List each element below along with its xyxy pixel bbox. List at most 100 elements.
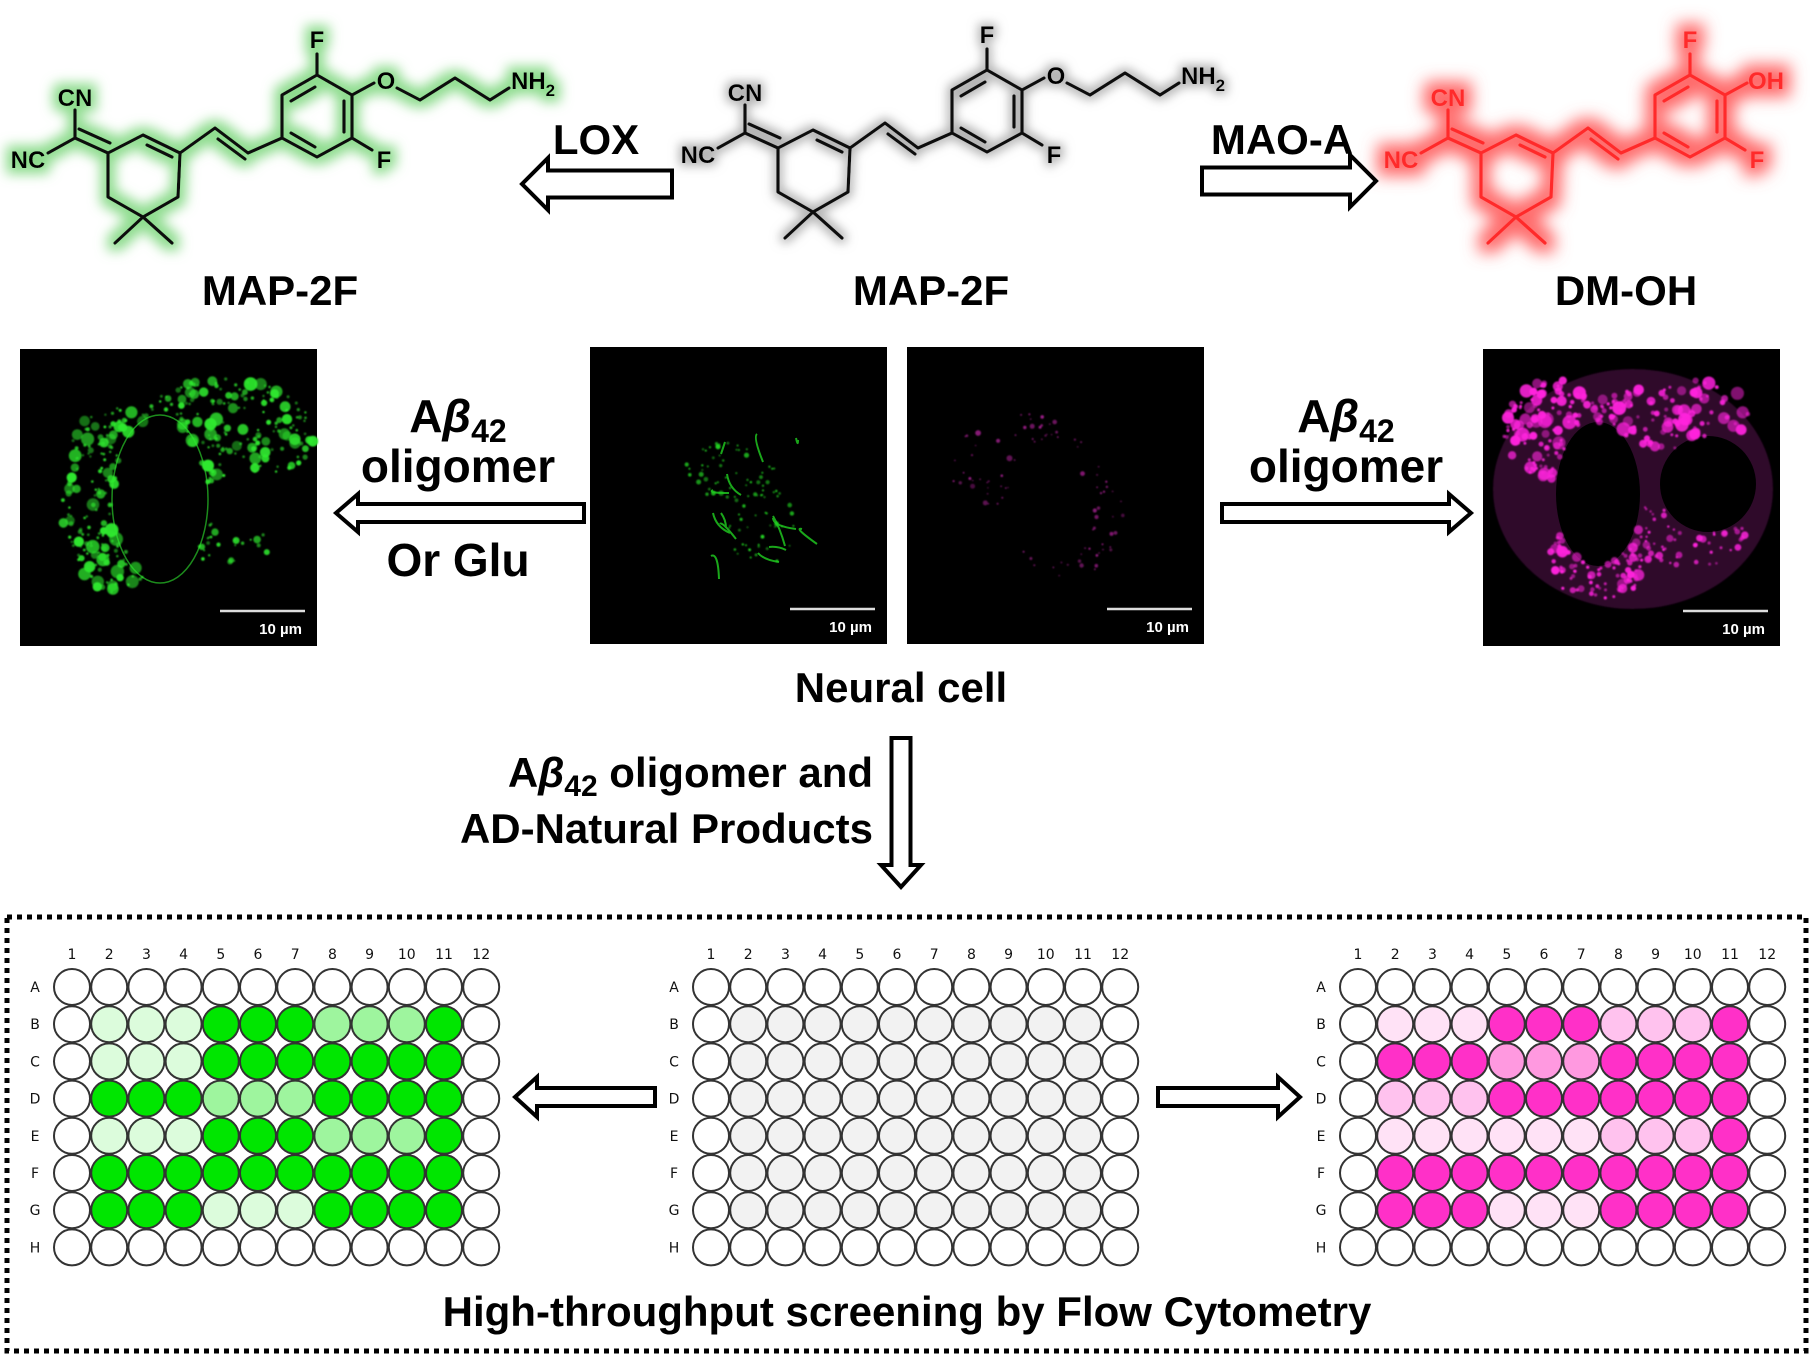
abeta-label-right: Aβ42 [1297, 390, 1394, 449]
well-G3 [1413, 1191, 1452, 1230]
well-B11 [1711, 1005, 1749, 1044]
punctum [1562, 447, 1566, 451]
punctum [1675, 556, 1678, 559]
punctum [209, 535, 213, 539]
punctum [1627, 542, 1638, 553]
well-C7 [276, 1042, 315, 1081]
punctum [757, 543, 760, 546]
punctum [1706, 421, 1710, 425]
punctum [189, 389, 200, 399]
punctum [1583, 400, 1591, 409]
punctum [1088, 547, 1091, 550]
punctum [183, 379, 193, 389]
plate-column-label: 5 [855, 947, 864, 963]
plate-column-label: 10 [1684, 947, 1702, 963]
well-G7 [276, 1191, 315, 1230]
micrograph-probe-green: 10 µm [590, 347, 887, 644]
well-G2 [1376, 1191, 1415, 1230]
punctum [1552, 381, 1563, 392]
plate-row-label: A [669, 980, 679, 996]
punctum [274, 425, 278, 429]
well-E9 [989, 1116, 1028, 1155]
punctum [1693, 428, 1701, 436]
punctum [89, 541, 93, 545]
punctum [107, 530, 115, 538]
punctum [789, 511, 795, 516]
punctum [250, 463, 260, 473]
punctum [1639, 535, 1643, 539]
punctum [1643, 506, 1647, 509]
punctum [1596, 572, 1602, 577]
punctum [1581, 393, 1588, 399]
punctum [287, 465, 292, 470]
punctum [279, 401, 291, 413]
punctum [1519, 384, 1534, 398]
punctum [104, 413, 107, 416]
punctum [1648, 550, 1654, 557]
punctum [1536, 389, 1546, 399]
screening-frame [4, 914, 1809, 1354]
punctum [1557, 544, 1562, 549]
punctum [979, 478, 981, 481]
punctum [74, 446, 79, 450]
punctum [738, 528, 741, 532]
well-B5 [840, 1005, 879, 1044]
well-D8 [1599, 1079, 1638, 1118]
plate-column-label: 3 [142, 947, 151, 963]
punctum [58, 518, 69, 528]
punctum [253, 447, 257, 450]
well-G12 [1101, 1191, 1140, 1230]
punctum [1600, 405, 1605, 409]
punctum [243, 406, 246, 410]
micrograph-mao-activated: 10 µm [1483, 349, 1780, 646]
punctum [971, 454, 973, 457]
punctum [1551, 566, 1560, 575]
punctum [1627, 570, 1635, 579]
plate-row-label: C [1316, 1054, 1326, 1070]
well-A12 [1748, 968, 1787, 1006]
plate-column-label: 9 [1004, 947, 1013, 963]
punctum [1595, 584, 1600, 589]
punctum [1544, 445, 1549, 450]
plate-column-label: 4 [1465, 947, 1474, 963]
punctum [206, 541, 211, 545]
well-E7 [1562, 1116, 1601, 1155]
well-E9 [350, 1116, 389, 1155]
well-G2 [729, 1191, 768, 1230]
well-B9 [1636, 1005, 1675, 1044]
atom-f-bottom: F [1047, 142, 1062, 169]
punctum [1112, 515, 1114, 518]
well-F10 [387, 1154, 426, 1192]
punctum [1609, 406, 1613, 410]
well-B3 [127, 1005, 166, 1044]
punctum [1721, 395, 1729, 402]
punctum [249, 452, 262, 465]
punctum [1740, 526, 1744, 531]
punctum [82, 548, 86, 552]
well-A2 [729, 968, 768, 1006]
nuclear-envelope [111, 414, 209, 584]
well-B10 [387, 1005, 426, 1044]
well-D7 [276, 1079, 315, 1118]
punctum [1664, 407, 1669, 412]
punctum [1590, 587, 1595, 592]
punctum [1598, 586, 1602, 590]
punctum [1527, 458, 1531, 462]
fluorescent-puncta [684, 441, 795, 563]
punctum [61, 498, 65, 502]
punctum [86, 552, 89, 555]
well-D10 [387, 1079, 426, 1118]
well-G5 [1487, 1191, 1526, 1230]
punctum [1553, 541, 1558, 545]
well-C5 [1487, 1042, 1526, 1081]
well-G9 [1636, 1191, 1675, 1230]
well-H5 [1487, 1228, 1526, 1267]
punctum [230, 392, 239, 401]
well-E11 [425, 1116, 463, 1155]
punctum [1628, 553, 1638, 562]
well-D7 [1562, 1079, 1601, 1118]
punctum [1612, 401, 1627, 415]
plate-column-label: 3 [1428, 947, 1437, 963]
punctum [1574, 392, 1581, 399]
punctum [137, 415, 149, 428]
